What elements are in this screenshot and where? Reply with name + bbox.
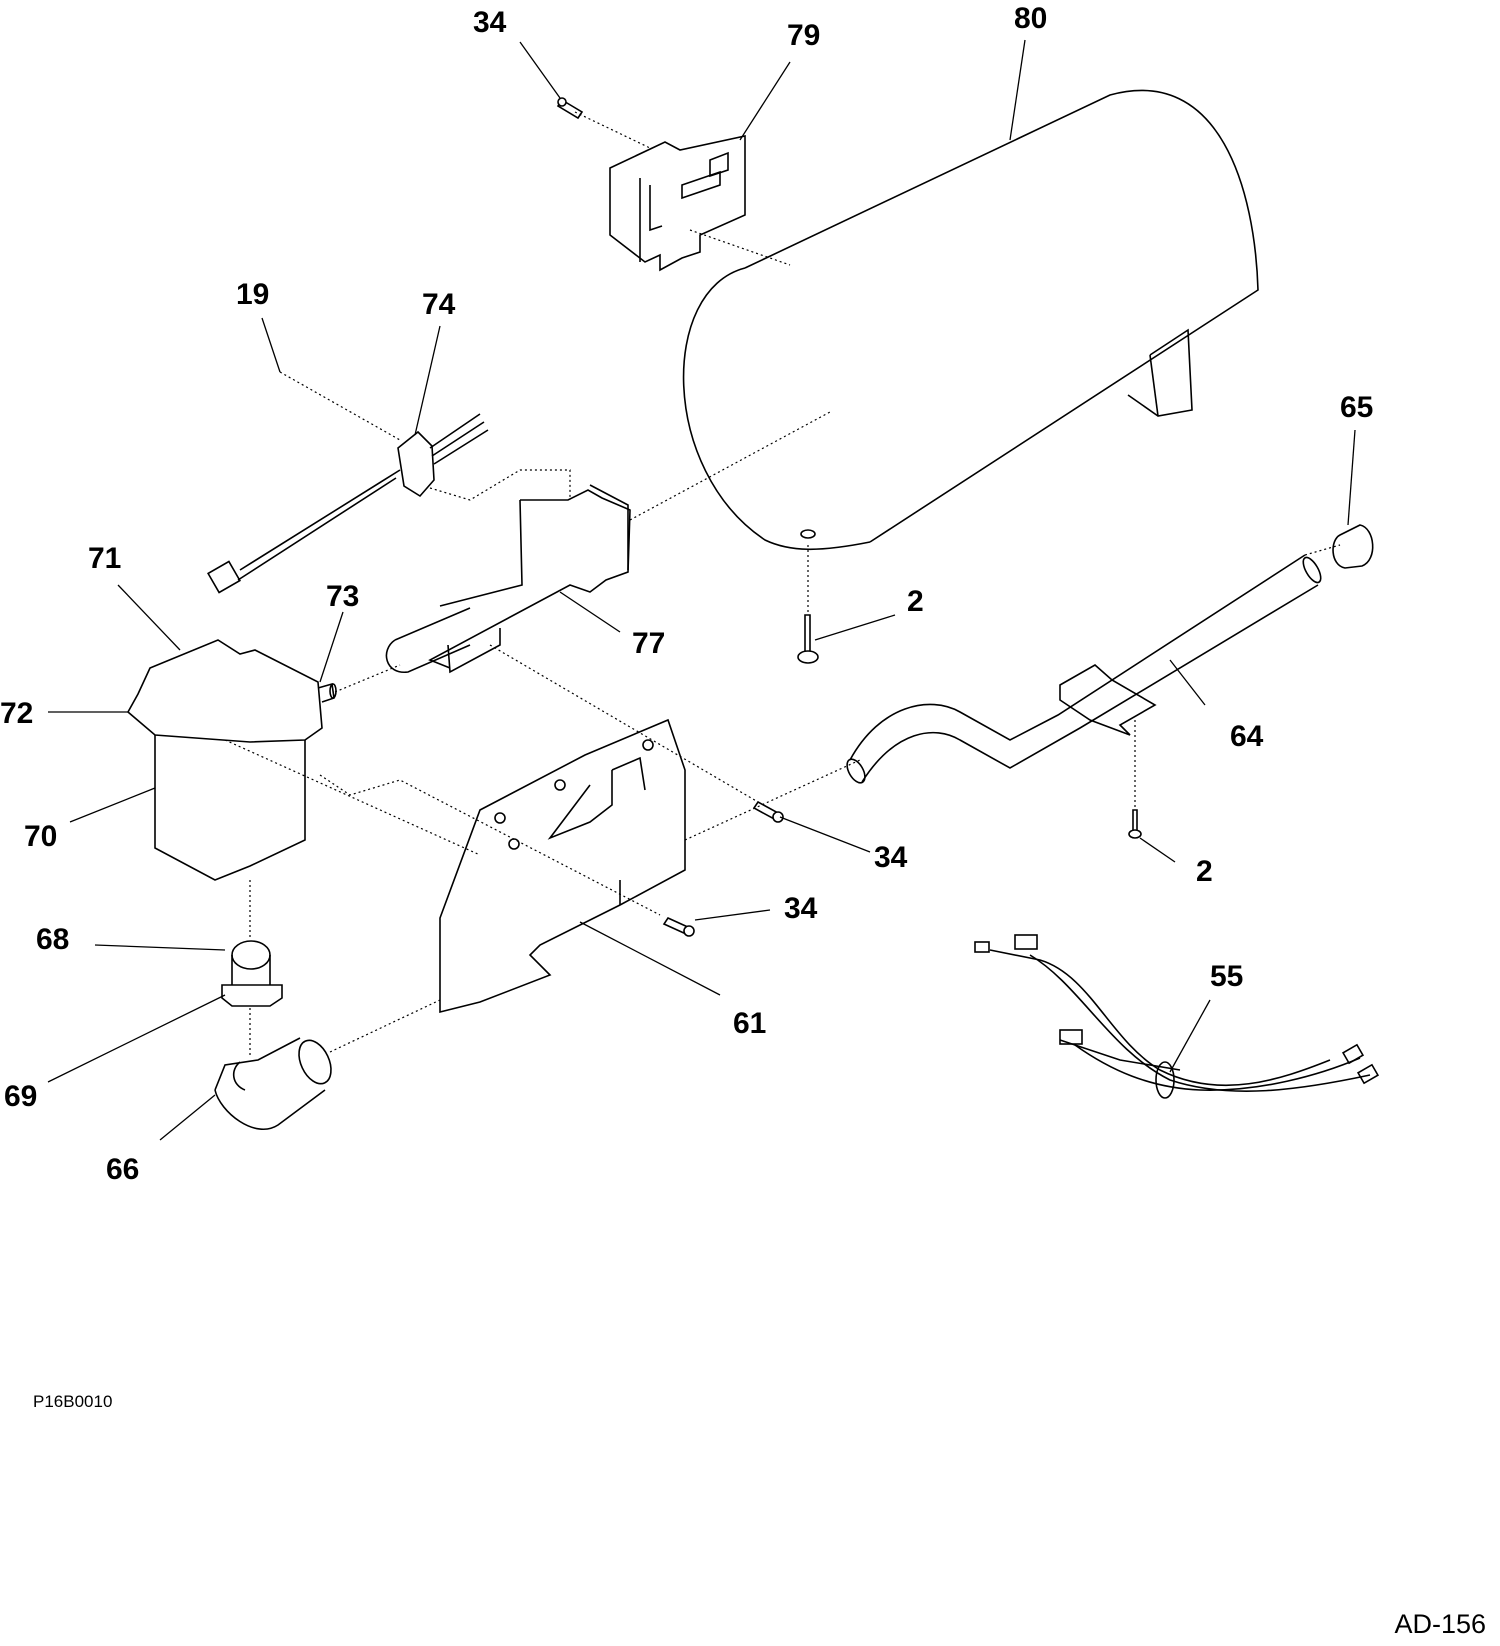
callout-label: 34 [784, 892, 818, 925]
assembly-leaders [224, 111, 1341, 1058]
part-80-tank [682, 89, 1259, 551]
part-77-burner [385, 484, 631, 674]
part-70-motor-body [154, 735, 306, 881]
callout-label: 55 [1210, 960, 1243, 993]
callout-label: 71 [88, 542, 121, 575]
callout-label: 77 [632, 627, 665, 660]
part-66-elbow [214, 1037, 332, 1131]
callout-label: 73 [326, 580, 359, 613]
callout-label: 66 [106, 1153, 139, 1186]
callout-label: 61 [733, 1007, 766, 1040]
callout-label: 34 [473, 6, 507, 39]
part-79-bracket [609, 135, 746, 272]
part-69-nut [221, 984, 283, 1007]
part-34-screw-top [556, 97, 584, 120]
callout-label: 2 [907, 585, 924, 618]
drawing-code: P16B0010 [33, 1392, 113, 1411]
callout-label: 70 [24, 820, 57, 853]
callout-label: 80 [1014, 2, 1047, 35]
callout-label: 64 [1230, 720, 1264, 753]
callout-pointers [47, 39, 1356, 1141]
callout-label: 79 [787, 19, 820, 52]
part-2-screw-right [1128, 809, 1142, 839]
part-73-shaft [317, 682, 337, 703]
part-34-screw-lower [662, 916, 695, 937]
part-55-wire-harness [974, 934, 1380, 1099]
callout-label: 72 [0, 697, 33, 730]
sheet-code: AD-156 [1394, 1609, 1486, 1639]
callout-label: 69 [4, 1080, 37, 1113]
callout-label: 74 [422, 288, 456, 321]
callout-label: 19 [236, 278, 269, 311]
part-74-harness-connector [207, 413, 489, 594]
part-2-screw-left [797, 614, 819, 664]
callout-label: 68 [36, 923, 69, 956]
callout-labels: 34 79 80 19 74 65 71 73 2 77 72 64 70 34… [0, 2, 1373, 1186]
part-61-mounting-plate [439, 718, 686, 1014]
callout-label: 34 [874, 841, 908, 874]
part-34-screw-middle [752, 800, 784, 823]
part-71-motor-cover [126, 639, 323, 743]
callout-label: 65 [1340, 391, 1373, 424]
part-68-fitting [231, 940, 271, 985]
part-64-manifold-pipe [846, 554, 1322, 784]
part-65-cap [1332, 524, 1374, 569]
callout-label: 2 [1196, 855, 1213, 888]
